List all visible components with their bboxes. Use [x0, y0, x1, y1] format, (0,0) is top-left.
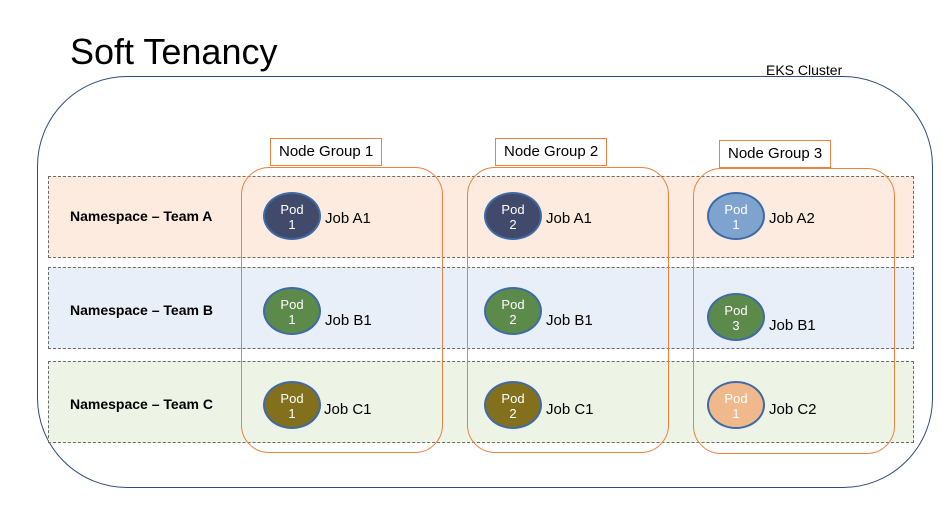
node-group-2-frame	[467, 167, 669, 453]
pod-label: Pod	[724, 391, 748, 406]
job-label-c-ng2: Job C1	[546, 401, 594, 418]
namespace-label-team-c: Namespace – Team C	[70, 396, 213, 412]
namespace-label-team-b: Namespace – Team B	[70, 302, 213, 318]
job-label-c-ng3: Job C2	[769, 401, 817, 418]
pod-number: 2	[509, 217, 517, 232]
pod-label: Pod	[280, 297, 304, 312]
pod-number: 1	[288, 406, 296, 421]
pod-label: Pod	[280, 202, 304, 217]
job-label-b-ng1: Job B1	[325, 312, 372, 329]
pod-number: 1	[732, 217, 740, 232]
job-label-a-ng1: Job A1	[325, 210, 371, 227]
node-group-1-frame	[241, 167, 443, 453]
pod-label: Pod	[724, 202, 748, 217]
pod-label: Pod	[501, 391, 525, 406]
job-label-b-ng2: Job B1	[546, 312, 593, 329]
namespace-band-team-b	[48, 267, 914, 349]
pod-label: Pod	[724, 303, 748, 318]
diagram-title: Soft Tenancy	[70, 31, 278, 72]
namespace-label-team-a: Namespace – Team A	[70, 208, 213, 224]
cluster-label: EKS Cluster	[766, 62, 843, 78]
job-label-c-ng1: Job C1	[324, 401, 372, 418]
pod-label: Pod	[501, 297, 525, 312]
job-label-a-ng2: Job A1	[546, 210, 592, 227]
pod-number: 2	[509, 312, 517, 327]
pod-number: 1	[732, 406, 740, 421]
job-label-a-ng3: Job A2	[769, 210, 815, 227]
pod-number: 1	[288, 312, 296, 327]
pod-number: 1	[288, 217, 296, 232]
node-group-3-frame	[693, 168, 895, 454]
eks-cluster-boundary	[37, 76, 933, 488]
job-label-b-ng3: Job B1	[769, 317, 816, 334]
node-group-1-label: Node Group 1	[270, 138, 383, 166]
node-group-2-label: Node Group 2	[495, 138, 608, 166]
pod-number: 2	[509, 406, 517, 421]
pod-number: 3	[732, 318, 740, 333]
node-group-3-label: Node Group 3	[719, 140, 832, 168]
pod-label: Pod	[280, 391, 304, 406]
pod-label: Pod	[501, 202, 525, 217]
